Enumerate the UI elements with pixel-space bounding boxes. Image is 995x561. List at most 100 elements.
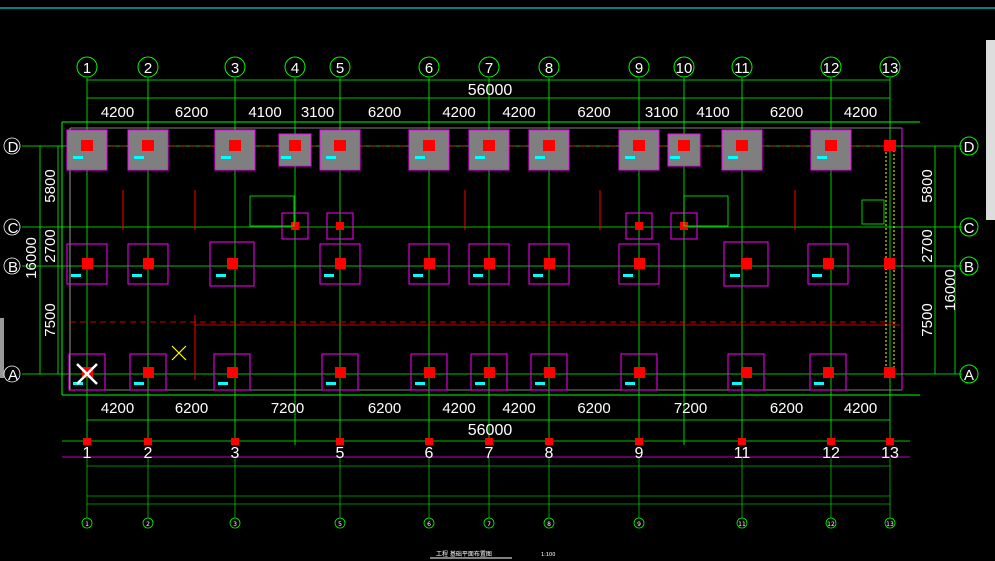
top-axis-label-11: 11 — [734, 60, 750, 77]
footing-tag-25 — [326, 382, 336, 385]
bottom-seg-dim-0: 4200 — [101, 400, 134, 417]
footing-B-2 — [209, 241, 255, 287]
footing-tag-6 — [475, 156, 485, 159]
column-B-7 — [634, 258, 645, 269]
detail-box-edge — [861, 199, 885, 225]
column-D-4 — [334, 140, 346, 151]
top-seg-dim-1: 6200 — [175, 104, 208, 121]
right-scrollbar[interactable] — [986, 40, 995, 220]
top-seg-dim-10: 6200 — [770, 104, 803, 121]
selection-x-icon[interactable] — [76, 363, 98, 385]
left-row-bubble-D — [3, 137, 21, 155]
column-A-1 — [143, 367, 154, 378]
column-A-2 — [227, 367, 238, 378]
footing-B-3 — [319, 243, 361, 285]
footing-tag-10 — [728, 156, 738, 159]
column-A-8 — [741, 367, 752, 378]
foundation-plan — [3, 56, 979, 529]
bottom-column-9 — [635, 438, 643, 445]
right-seg-dim-2: 7500 — [919, 303, 936, 336]
bottom-column-7 — [485, 438, 493, 445]
footing-A-3 — [321, 353, 359, 391]
top-axis-label-7: 7 — [485, 60, 493, 77]
top-axis-label-4: 4 — [291, 60, 299, 77]
bottom-small-label-5: 5 — [338, 521, 342, 528]
column-D-5 — [423, 140, 435, 151]
top-axis-bubble-6 — [418, 56, 440, 78]
right-row-bubble-B — [959, 256, 979, 276]
top-axis-label-1: 1 — [83, 60, 91, 77]
footing-B-0 — [66, 243, 108, 285]
bottom-column-11 — [738, 438, 746, 445]
bottom-seg-dim-7: 7200 — [674, 400, 707, 417]
bottom-column-13 — [886, 438, 894, 445]
footing-A-7 — [620, 353, 658, 391]
column-C-1 — [336, 222, 344, 230]
top-axis-label-2: 2 — [144, 60, 152, 77]
footing-tag-14 — [216, 274, 226, 277]
top-axis-label-13: 13 — [882, 60, 899, 77]
column-B-6 — [544, 258, 555, 269]
footing-B-5 — [468, 243, 510, 285]
column-D-10 — [736, 140, 748, 151]
footing-D-8 — [618, 129, 660, 171]
bottom-small-label-11: 11 — [738, 521, 746, 528]
footing-B-8 — [723, 241, 769, 287]
bottom-small-label-2: 2 — [146, 521, 150, 528]
column-A-9 — [823, 367, 834, 378]
footing-D-9 — [667, 133, 701, 167]
top-total-dim: 56000 — [468, 82, 513, 99]
column-B-5 — [484, 258, 495, 269]
footing-tag-19 — [623, 274, 633, 277]
column-D-13 — [884, 140, 896, 151]
footing-B-4 — [408, 243, 450, 285]
bottom-seg-dim-2: 7200 — [271, 400, 304, 417]
top-axis-label-6: 6 — [425, 60, 433, 77]
bottom-axis-label-6: 6 — [425, 445, 434, 462]
left-edge-handle[interactable] — [0, 318, 4, 378]
top-axis-bubble-10 — [673, 56, 695, 78]
footing-D-7 — [528, 129, 570, 171]
top-axis-bubble-11 — [731, 56, 753, 78]
column-B-1 — [143, 258, 154, 269]
column-D-8 — [633, 140, 645, 151]
footing-tag-8 — [625, 156, 635, 159]
footing-tag-15 — [324, 274, 334, 277]
footing-tag-23 — [134, 382, 144, 385]
bottom-axis-label-5: 5 — [336, 445, 345, 462]
top-axis-bubble-5 — [329, 56, 351, 78]
footing-D-5 — [408, 129, 450, 171]
column-D-2 — [229, 140, 241, 151]
column-C-0 — [291, 222, 299, 230]
footing-B-6 — [528, 243, 570, 285]
footing-tag-20 — [730, 274, 740, 277]
top-seg-dim-7: 6200 — [577, 104, 610, 121]
top-seg-dim-4: 6200 — [368, 104, 401, 121]
footing-tag-18 — [533, 274, 543, 277]
bottom-axis-label-1: 1 — [83, 445, 92, 462]
bottom-axis-label-2: 2 — [144, 445, 153, 462]
footing-tag-3 — [281, 156, 291, 159]
column-D-9 — [678, 140, 690, 151]
footing-A-4 — [410, 353, 448, 391]
bottom-small-label-9: 9 — [637, 521, 641, 528]
footing-tag-5 — [415, 156, 425, 159]
left-seg-dim-1: 2700 — [42, 229, 59, 262]
footing-tag-0 — [73, 156, 83, 159]
footing-tag-27 — [475, 382, 485, 385]
bottom-axis-label-9: 9 — [635, 445, 644, 462]
bottom-column-6 — [425, 438, 433, 445]
bottom-axis-label-7: 7 — [485, 445, 494, 462]
footing-tag-4 — [326, 156, 336, 159]
left-seg-dim-0: 5800 — [42, 169, 59, 202]
drawing-scale: 1:100 — [541, 552, 555, 558]
bottom-seg-dim-4: 4200 — [442, 400, 475, 417]
footing-A-9 — [809, 353, 847, 391]
top-seg-dim-0: 4200 — [101, 104, 134, 121]
footing-A-5 — [470, 353, 508, 391]
left-row-bubble-C — [3, 218, 21, 236]
footing-A-2 — [213, 353, 251, 391]
column-B-8 — [741, 258, 752, 269]
